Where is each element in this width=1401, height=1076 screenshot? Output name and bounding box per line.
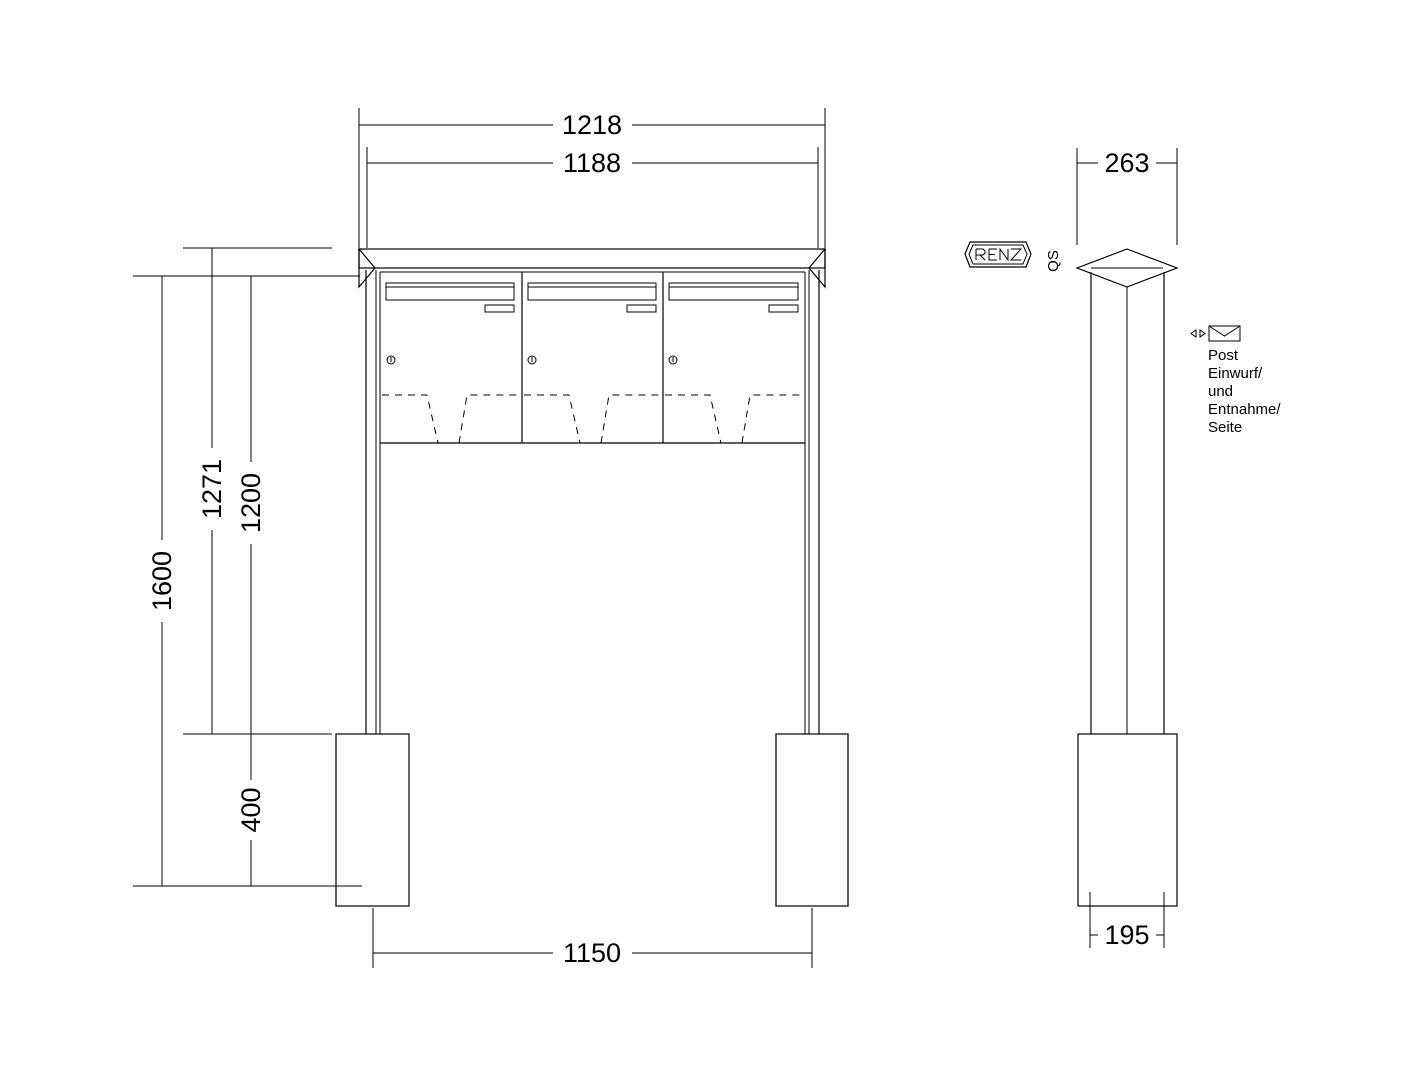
dim-label-1218: 1218 [562, 110, 622, 140]
front-view: 1218 1188 [133, 108, 849, 968]
dim-label-263: 263 [1104, 148, 1149, 178]
note-line-3: und [1208, 383, 1233, 400]
qs-mark: QS [1045, 250, 1062, 272]
renz-lettering [975, 247, 1023, 262]
dim-box-height: 1271 [183, 247, 332, 734]
bases [335, 733, 849, 907]
mailbox-3 [665, 282, 803, 444]
note-line-4: Entnahme/ [1208, 401, 1281, 418]
mailbox-1 [382, 282, 519, 444]
note-line-5: Seite [1208, 419, 1242, 436]
dim-label-1600: 1600 [147, 551, 177, 611]
dim-roof-depth: 263 [1076, 148, 1178, 245]
dim-inner-width: 1188 [366, 147, 819, 248]
dim-label-1271: 1271 [197, 459, 227, 519]
dim-total-width: 1218 [358, 108, 826, 248]
dim-label-400: 400 [236, 787, 266, 832]
roof [358, 247, 826, 289]
side-base [1077, 733, 1178, 907]
lock-icon [668, 355, 678, 365]
side-post [1090, 272, 1165, 734]
dim-base-spacing: 1150 [372, 908, 813, 968]
post-note: Post Einwurf/ und Entnahme/ Seite [1190, 325, 1281, 436]
lock-icon [527, 355, 537, 365]
dim-label-1150: 1150 [563, 938, 621, 968]
side-view: 263 195 [964, 148, 1281, 950]
dim-label-1200: 1200 [236, 473, 266, 533]
dim-base-height: 400 [236, 734, 266, 886]
note-line-1: Post [1208, 347, 1239, 364]
mailbox-2 [524, 282, 660, 444]
side-roof [1075, 248, 1179, 288]
mailbox-unit [380, 272, 805, 444]
note-line-2: Einwurf/ [1208, 365, 1263, 382]
dim-total-height: 1600 [133, 275, 362, 887]
dim-label-1188: 1188 [563, 148, 621, 178]
renz-logo: QS [964, 241, 1062, 272]
dim-post-height: 1200 [183, 276, 332, 735]
arrows-icon [1190, 329, 1206, 338]
dim-base-depth: 195 [1089, 892, 1165, 950]
lock-icon [386, 355, 396, 365]
envelope-icon [1208, 325, 1241, 342]
posts [365, 270, 820, 734]
dim-label-195: 195 [1104, 920, 1149, 950]
